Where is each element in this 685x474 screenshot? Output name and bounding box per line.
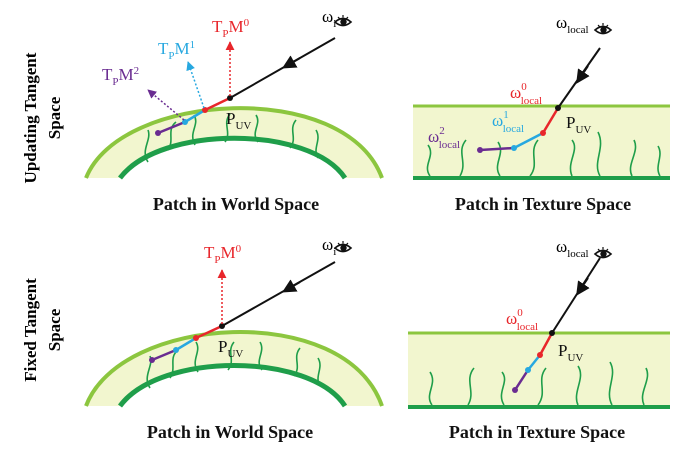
world-patch-inner-surface	[117, 363, 348, 408]
hit-point	[555, 105, 561, 111]
texture-fibers	[428, 361, 649, 406]
world-patch-outer-surface	[84, 330, 384, 407]
segment-2	[513, 369, 530, 391]
caption-world-fixed: Patch in World Space	[147, 422, 313, 442]
tpm1-arrow	[186, 61, 205, 109]
segment-1	[527, 354, 541, 371]
world-patch-shell	[86, 108, 382, 178]
world-patch-outer-surface	[84, 106, 384, 179]
hit-point	[227, 95, 233, 101]
eye-icon	[594, 22, 612, 35]
segment-2	[157, 120, 186, 135]
ray-arrow	[281, 279, 301, 293]
puv-label: PUV	[566, 113, 591, 136]
vertex-2	[155, 130, 161, 136]
segment-1	[513, 131, 544, 150]
puv-label: PUV	[226, 109, 251, 132]
texture-fibers	[426, 131, 661, 177]
vertex-0	[193, 335, 199, 341]
ray-arrow	[281, 55, 301, 69]
hit-point	[549, 330, 555, 336]
hit-point	[219, 323, 225, 329]
row-label-fixed-line2: Space	[45, 308, 64, 351]
puv-label: PUV	[558, 341, 583, 364]
world-patch-shell	[86, 332, 382, 406]
segment-1	[175, 336, 197, 352]
texture-slab	[413, 106, 670, 178]
puv-label: PUV	[218, 337, 243, 360]
tpm2-label: TPM2	[102, 65, 139, 88]
vertex-0	[540, 130, 546, 136]
vertex-1	[511, 145, 517, 151]
world-patch-inner-surface	[118, 135, 348, 180]
caption-texture-fixed: Patch in Texture Space	[449, 422, 625, 442]
eye-icon	[594, 246, 612, 259]
vertex-0	[202, 107, 208, 113]
row-label-fixed-line1: Fixed Tangent	[21, 278, 40, 382]
eye-icon	[334, 240, 352, 253]
vertex-1	[173, 347, 179, 353]
omega-local-label: ωlocal	[556, 13, 589, 36]
omega-i-label: ωi	[322, 7, 336, 30]
caption-texture-updating: Patch in Texture Space	[455, 194, 631, 214]
tpm1-label: TPM1	[158, 39, 195, 62]
segment-0	[195, 324, 223, 340]
segment-2	[479, 146, 515, 152]
row-label-updating-line2: Space	[45, 96, 64, 139]
segment-2	[151, 348, 177, 362]
vertex-2	[477, 147, 483, 153]
panel-world-updating: ωi TPM0 TPM1 TPM2 PUV Patch in World Spa…	[84, 7, 384, 214]
omega-i-label: ωi	[322, 235, 336, 258]
row-label-updating-line1: Updating Tangent	[21, 52, 40, 183]
tpm0-label: TPM0	[204, 243, 242, 266]
texture-slab	[408, 333, 670, 407]
incident-ray	[557, 47, 601, 109]
tpm0-label: TPM0	[212, 17, 250, 40]
incident-ray	[221, 261, 336, 327]
row-label-fixed: Fixed Tangent Space	[21, 278, 64, 382]
segment-1	[184, 108, 206, 124]
omega-local-label: ωlocal	[556, 237, 589, 260]
vertex-2	[512, 387, 518, 393]
vertex-2	[149, 357, 155, 363]
segment-0	[541, 107, 560, 134]
segment-0	[538, 332, 554, 356]
row-label-updating: Updating Tangent Space	[21, 52, 64, 183]
eye-icon	[334, 14, 352, 27]
caption-world-updating: Patch in World Space	[153, 194, 319, 214]
ray-arrow	[576, 65, 590, 84]
vertex-1	[525, 367, 531, 373]
incident-ray	[229, 37, 336, 99]
vertex-0	[537, 352, 543, 358]
ray-arrow	[576, 277, 590, 296]
segment-0	[204, 96, 231, 112]
incident-ray	[551, 257, 601, 334]
panel-world-fixed: ωi TPM0 PUV Patch in World Space	[84, 235, 384, 442]
